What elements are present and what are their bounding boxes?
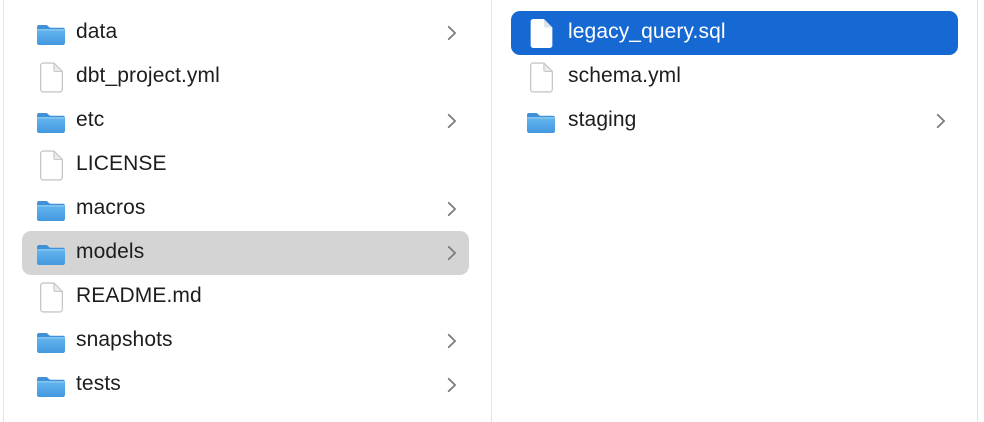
finder-column-models: legacy_query.sql schema.yml staging: [492, 0, 977, 422]
row-tests[interactable]: tests: [22, 363, 469, 407]
row-data[interactable]: data: [22, 11, 469, 55]
row-legacy-query-sql-selected[interactable]: legacy_query.sql: [511, 11, 958, 55]
row-snapshots[interactable]: snapshots: [22, 319, 469, 363]
folder-icon: [526, 105, 556, 137]
chevron-right-icon: [447, 25, 457, 41]
chevron-right-icon: [447, 201, 457, 217]
document-icon: [36, 149, 66, 181]
left-gutter: [0, 0, 3, 422]
row-staging[interactable]: staging: [511, 99, 958, 143]
row-dbt-project-yml[interactable]: dbt_project.yml: [22, 55, 469, 99]
document-icon: [36, 281, 66, 313]
folder-icon: [36, 17, 66, 49]
column-divider[interactable]: [977, 0, 978, 422]
row-readme-md[interactable]: README.md: [22, 275, 469, 319]
item-label: snapshots: [76, 328, 173, 351]
item-label: tests: [76, 372, 121, 395]
finder-column-project-root: data dbt_project.yml etc LICENSE macros …: [4, 0, 491, 422]
item-label: data: [76, 20, 118, 43]
chevron-right-icon: [447, 113, 457, 129]
folder-icon: [36, 369, 66, 401]
row-schema-yml[interactable]: schema.yml: [511, 55, 958, 99]
column-divider[interactable]: [491, 0, 492, 422]
item-label: legacy_query.sql: [568, 20, 726, 43]
row-models-selected[interactable]: models: [22, 231, 469, 275]
row-macros[interactable]: macros: [22, 187, 469, 231]
item-label: dbt_project.yml: [76, 64, 220, 87]
chevron-right-icon: [447, 333, 457, 349]
item-label: models: [76, 240, 145, 263]
chevron-right-icon: [936, 113, 946, 129]
item-label: LICENSE: [76, 152, 167, 175]
row-license[interactable]: LICENSE: [22, 143, 469, 187]
row-etc[interactable]: etc: [22, 99, 469, 143]
item-label: etc: [76, 108, 105, 131]
folder-icon: [36, 325, 66, 357]
chevron-right-icon: [447, 377, 457, 393]
item-label: schema.yml: [568, 64, 682, 87]
document-icon: [526, 17, 556, 49]
document-icon: [36, 61, 66, 93]
finder-column-empty: [978, 0, 984, 422]
document-icon: [526, 61, 556, 93]
column-edge-left: [3, 0, 4, 422]
item-label: staging: [568, 108, 637, 131]
folder-icon: [36, 193, 66, 225]
folder-icon: [36, 105, 66, 137]
item-label: macros: [76, 196, 146, 219]
chevron-right-icon: [447, 245, 457, 261]
folder-icon: [36, 237, 66, 269]
item-label: README.md: [76, 284, 202, 307]
